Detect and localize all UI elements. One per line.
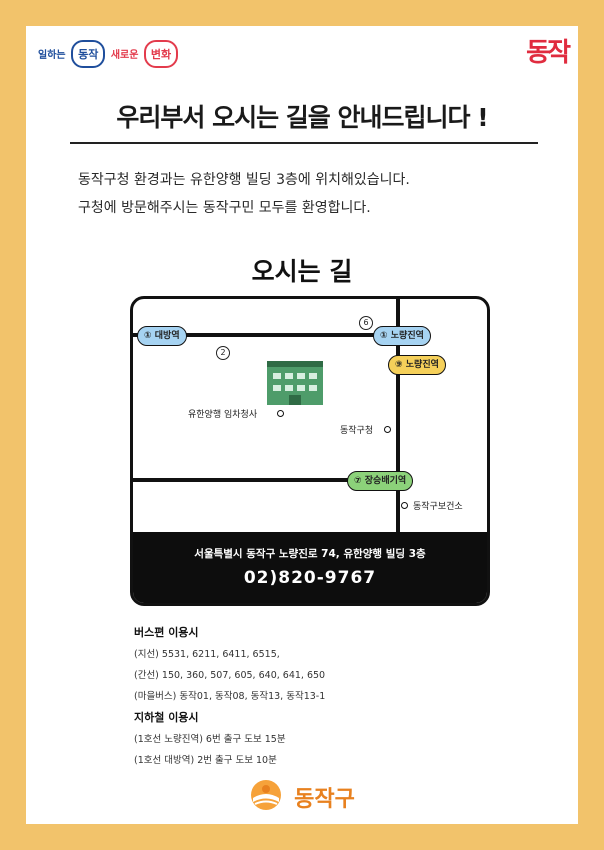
dongjak-brand-logo: 동작 (526, 38, 571, 68)
intro-line-2: 구청에 방문해주시는 동작구민 모두를 환영합니다. (78, 200, 371, 216)
place-gucheong-dot (384, 426, 391, 433)
station-noryangjin-line9: ⑨ 노량진역 (388, 355, 446, 375)
station-noryangjin-line1: ① 노량진역 (373, 326, 431, 346)
exit-2-marker: 2 (216, 346, 230, 360)
station-daebang: ① 대방역 (137, 326, 187, 346)
title-divider (70, 142, 538, 144)
bus-line: (간선) 150, 360, 507, 605, 640, 641, 650 (134, 670, 326, 681)
place-health-center-dot (401, 502, 408, 509)
page-title: 우리부서 오시는 길을 안내드립니다 ! (116, 103, 488, 132)
exit-6-marker: 6 (359, 316, 373, 330)
station-jangseungbaegi: ⑦ 장승배기역 (347, 471, 414, 491)
subway-line: (1호선 대방역) 2번 출구 도보 10분 (134, 755, 277, 766)
slogan-word-dongjak: 동작 (71, 40, 106, 68)
place-health-center: 동작구보건소 (413, 502, 463, 512)
footer-logo-text: 동작구 (294, 787, 355, 812)
phone-number: 02)820-9767 (243, 568, 377, 588)
slogan-middle: 새로운 (110, 50, 139, 61)
bus-line: (지선) 5531, 6211, 6411, 6515, (134, 649, 280, 660)
subway-title: 지하철 이용시 (134, 711, 199, 724)
place-yuhan-dot (277, 410, 284, 417)
slogan-word-change: 변화 (143, 40, 179, 68)
transport-info: 버스편 이용시 (지선) 5531, 6211, 6411, 6515, (간선… (134, 622, 325, 771)
dongjak-emblem-icon (249, 778, 283, 816)
intro-text: 동작구청 환경과는 유한양행 빌딩 3층에 위치해있습니다. 구청에 방문해주시… (78, 166, 410, 222)
address: 서울특별시 동작구 노량진로 74, 유한양행 빌딩 3층 (194, 548, 426, 560)
bus-line: (마을버스) 동작01, 동작08, 동작13, 동작13-1 (134, 691, 326, 702)
footer-logo: 동작구 (26, 778, 578, 816)
slogan-logo: 일하는 동작 새로운 변화 (38, 40, 180, 68)
slogan-prefix: 일하는 (38, 50, 66, 61)
place-gucheong: 동작구청 (340, 426, 374, 436)
intro-line-1: 동작구청 환경과는 유한양행 빌딩 3층에 위치해있습니다. (78, 172, 410, 188)
directions-title: 오시는 길 (251, 257, 353, 286)
bus-title: 버스편 이용시 (134, 626, 199, 639)
place-yuhan: 유한양행 임차청사 (188, 410, 258, 420)
subway-line: (1호선 노량진역) 6번 출구 도보 15분 (134, 734, 286, 745)
location-map: ① 대방역 ① 노량진역 ⑨ 노량진역 ⑦ 장승배기역 6 2 유한양행 임차청… (130, 296, 490, 606)
map-contact-bar: 서울특별시 동작구 노량진로 74, 유한양행 빌딩 3층 02)820-976… (133, 532, 487, 603)
building-icon (267, 361, 323, 405)
poster: 일하는 동작 새로운 변화 동작 우리부서 오시는 길을 안내드립니다 ! 동작… (26, 26, 578, 824)
